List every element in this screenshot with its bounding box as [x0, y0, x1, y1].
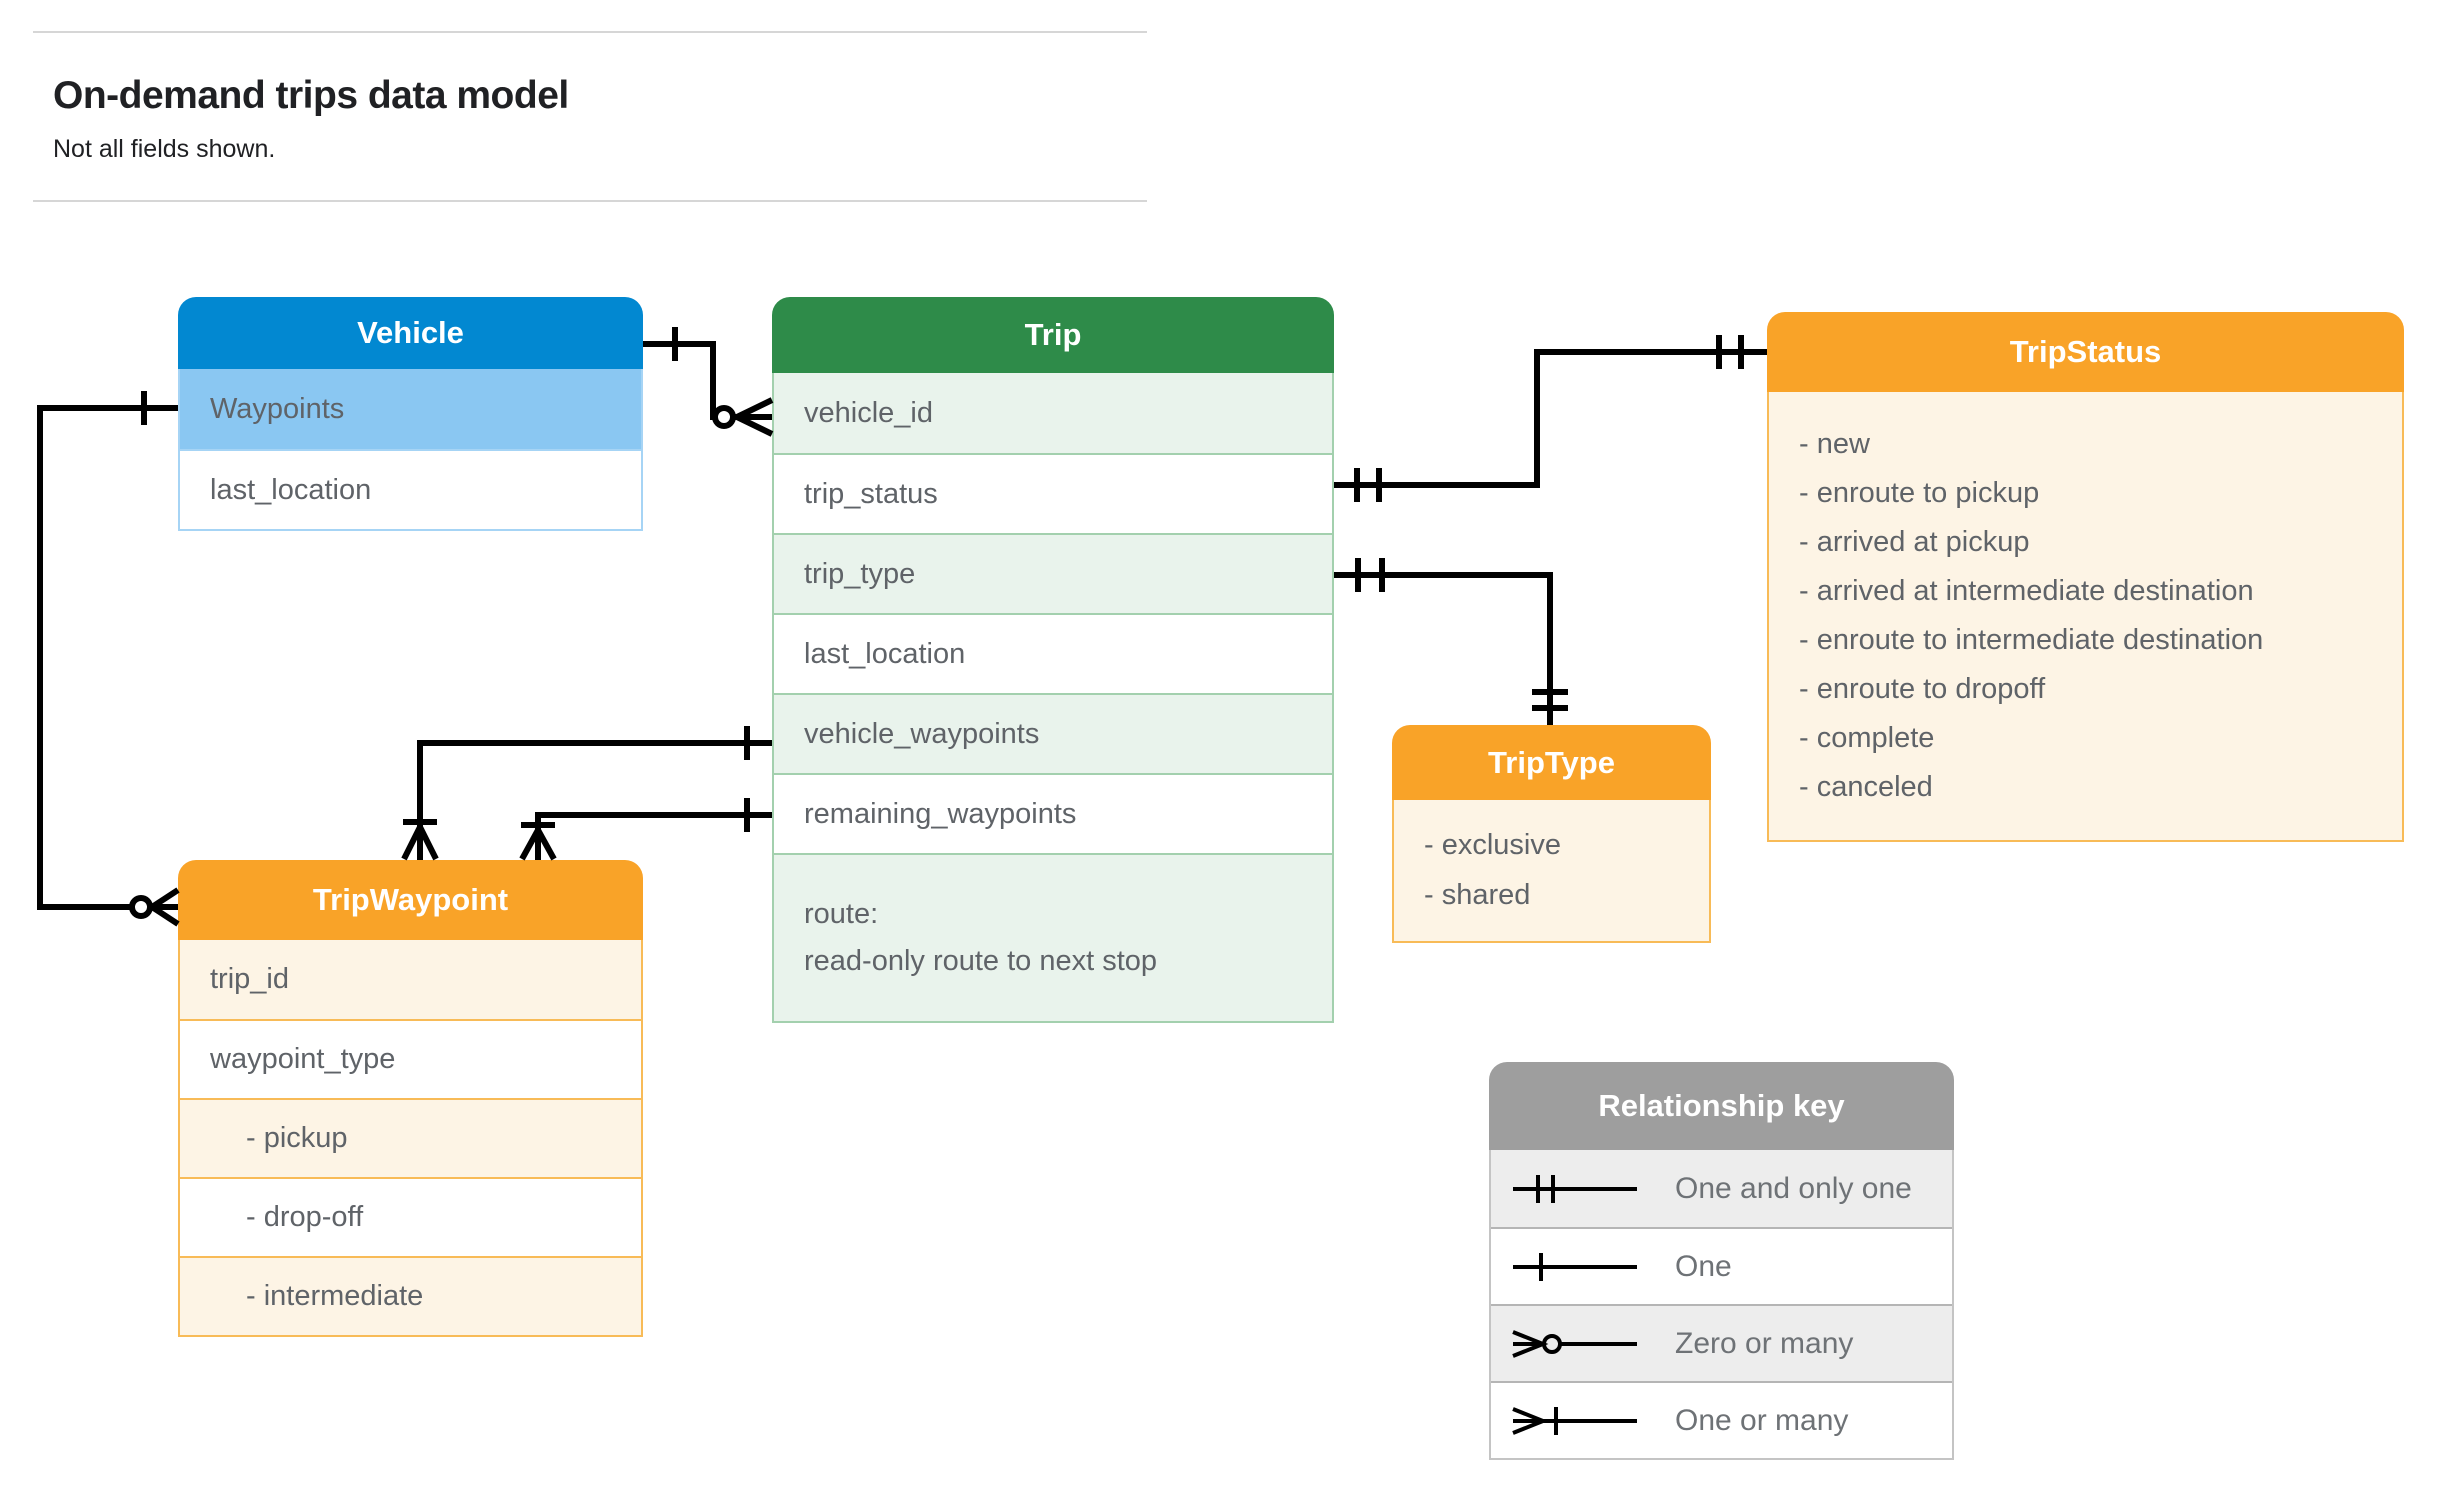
table-row-route: route: read-only route to next stop — [774, 853, 1332, 1021]
legend-label: One and only one — [1675, 1171, 1912, 1205]
trip-status-table: TripStatus - new - enroute to pickup - a… — [1767, 312, 2404, 842]
top-rule — [33, 31, 1147, 33]
trip-table-header: Trip — [772, 297, 1334, 373]
table-row: - intermediate — [180, 1256, 641, 1335]
enum-item: - arrived at pickup — [1799, 526, 2030, 558]
zero-or-many-icon — [1512, 1329, 1637, 1358]
page-subtitle: Not all fields shown. — [53, 135, 276, 163]
table-row: trip_status — [774, 453, 1332, 533]
table-row: trip_type — [774, 533, 1332, 613]
vehicle-table: Vehicle Waypoints last_location — [178, 297, 643, 531]
header-divider-rule — [33, 200, 1147, 202]
trip-waypoint-table-header: TripWaypoint — [178, 860, 643, 940]
table-row: waypoint_type — [180, 1019, 641, 1098]
trip-status-table-header: TripStatus — [1767, 312, 2404, 392]
enum-item: - new — [1799, 428, 1870, 460]
table-row: vehicle_waypoints — [774, 693, 1332, 773]
legend-row: One — [1491, 1227, 1952, 1304]
one-icon — [1513, 1252, 1637, 1281]
route-description: read-only route to next stop — [804, 945, 1158, 977]
relationship-key: Relationship key One and only one One Ze… — [1489, 1062, 1954, 1460]
legend-label: One — [1675, 1249, 1732, 1283]
table-row: - pickup — [180, 1098, 641, 1177]
table-row: - drop-off — [180, 1177, 641, 1256]
one-and-only-one-icon — [1513, 1174, 1637, 1203]
trip-waypoint-table: TripWaypoint trip_id waypoint_type - pic… — [178, 860, 643, 1337]
table-row: Waypoints — [180, 369, 641, 449]
enum-item: - exclusive — [1424, 829, 1561, 861]
connector-trip-to-triptype — [1334, 558, 1568, 725]
table-row: trip_id — [180, 940, 641, 1019]
legend-row: One and only one — [1491, 1150, 1952, 1227]
table-row: last_location — [180, 449, 641, 529]
trip-table: Trip vehicle_id trip_status trip_type la… — [772, 297, 1334, 1023]
legend-row: One or many — [1491, 1381, 1952, 1458]
connector-trip-remaining-waypoints-to-tripwaypoint — [519, 798, 772, 861]
trip-type-table-header: TripType — [1392, 725, 1711, 800]
enum-item: - enroute to dropoff — [1799, 673, 2046, 705]
route-label: route: — [804, 898, 879, 930]
legend-row: Zero or many — [1491, 1304, 1952, 1381]
legend-label: Zero or many — [1675, 1326, 1854, 1360]
connector-vehicle-to-trip — [643, 327, 774, 437]
enum-item: - complete — [1799, 722, 1935, 754]
vehicle-table-header: Vehicle — [178, 297, 643, 369]
table-row: last_location — [774, 613, 1332, 693]
connector-vehicle-waypoints-to-tripwaypoint — [37, 391, 180, 927]
enum-item: - arrived at intermediate destination — [1799, 575, 2254, 607]
table-row: vehicle_id — [774, 373, 1332, 453]
enum-item: - canceled — [1799, 771, 1933, 803]
relationship-key-header: Relationship key — [1489, 1062, 1954, 1150]
enum-item: - enroute to intermediate destination — [1799, 624, 2264, 656]
enum-item: - shared — [1424, 879, 1531, 911]
connector-trip-vehicle-waypoints-to-tripwaypoint — [401, 726, 772, 861]
connector-trip-to-tripstatus — [1334, 335, 1767, 502]
page-title: On-demand trips data model — [53, 74, 569, 117]
table-row: remaining_waypoints — [774, 773, 1332, 853]
one-or-many-icon — [1512, 1406, 1637, 1435]
legend-label: One or many — [1675, 1403, 1849, 1437]
trip-type-table: TripType - exclusive - shared — [1392, 725, 1711, 943]
enum-item: - enroute to pickup — [1799, 477, 2040, 509]
